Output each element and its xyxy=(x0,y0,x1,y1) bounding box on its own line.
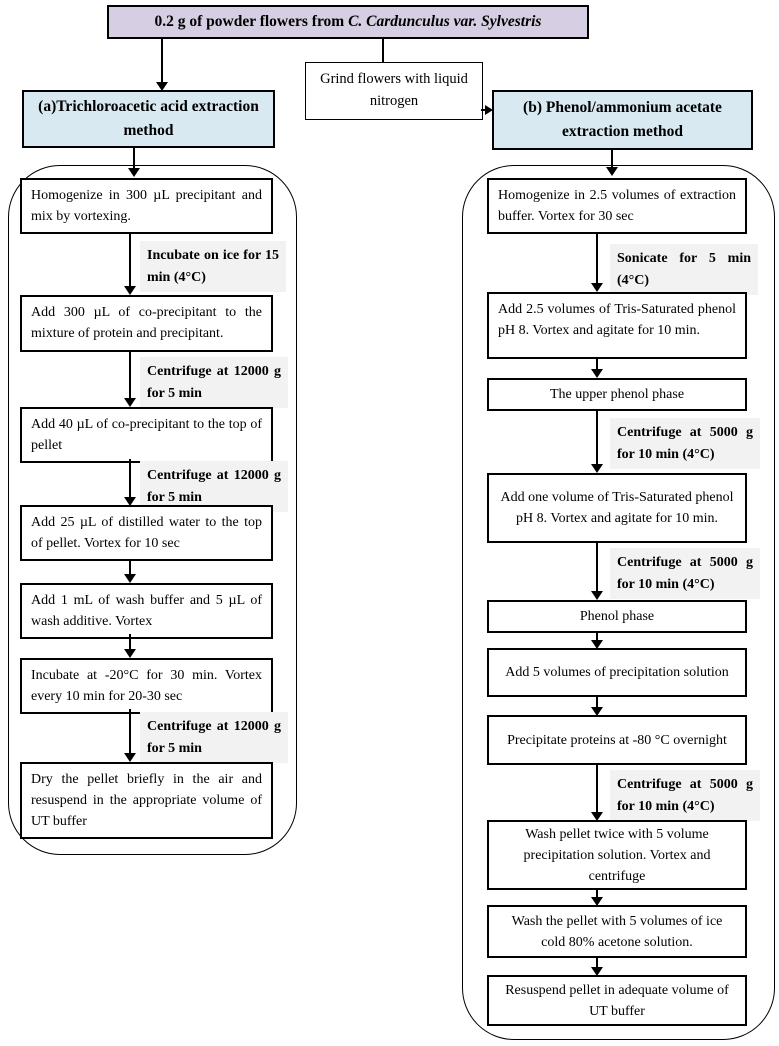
step-box-b6: Add 5 volumes of precipitation solution xyxy=(487,648,747,697)
method-a-container xyxy=(8,165,297,855)
process-label-b1: Sonicate for 5 min (4°C) xyxy=(610,244,758,296)
method-a-header: (a)Trichloroacetic acid extraction metho… xyxy=(22,90,275,148)
arrow-down xyxy=(591,411,603,473)
step-box-b10: Resuspend pellet in adequate volume of U… xyxy=(487,975,747,1026)
label-text: Centrifuge at 5000 g for 10 min (4°C) xyxy=(617,777,753,814)
arrow-down xyxy=(124,560,136,583)
arrow-down xyxy=(124,459,136,506)
step-box-b9: Wash the pellet with 5 volumes of ice co… xyxy=(487,905,747,958)
arrow-down xyxy=(591,890,603,906)
grind-step-text: Grind flowers with liquid nitrogen xyxy=(320,71,468,109)
label-text: Centrifuge at 12000 g for 5 min xyxy=(147,719,281,756)
label-text: Centrifuge at 5000 g for 10 min (4°C) xyxy=(617,425,753,462)
step-text: Add 40 µL of co-precipitant to the top o… xyxy=(31,417,262,453)
step-text: Phenol phase xyxy=(579,609,655,624)
step-box-a1: Homogenize in 300 µL precipitant and mix… xyxy=(20,178,273,234)
step-box-a6: Incubate at -20°C for 30 min. Vortex eve… xyxy=(20,658,273,714)
step-box-b4: Add one volume of Tris-Saturated phenol … xyxy=(487,473,747,543)
step-text: Wash pellet twice with 5 volume precipit… xyxy=(523,826,711,884)
arrow-grind-to-method-b xyxy=(481,105,493,115)
step-text: Homogenize in 2.5 volumes of extraction … xyxy=(498,188,736,224)
grind-step-box: Grind flowers with liquid nitrogen xyxy=(305,62,483,120)
step-text: Add 300 µL of co-precipitant to the mixt… xyxy=(31,305,262,341)
arrow-down xyxy=(124,234,136,295)
arrow-top-to-method-a xyxy=(156,39,168,91)
step-text: Add 5 volumes of precipitation solution xyxy=(505,665,729,680)
species-name: C. Cardunculus var. Sylvestris xyxy=(348,13,542,31)
arrow-down xyxy=(591,359,603,378)
step-text: Add 1 mL of wash buffer and 5 µL of wash… xyxy=(31,593,262,629)
arrow-down xyxy=(591,633,603,649)
arrow-down xyxy=(591,234,603,292)
arrow-down xyxy=(591,765,603,821)
arrow-down xyxy=(124,634,136,658)
label-text: Incubate on ice for 15 min (4°C) xyxy=(147,248,279,285)
method-b-container xyxy=(462,165,775,1040)
method-a-title: (a)Trichloroacetic acid extraction metho… xyxy=(38,97,259,139)
step-box-a3: Add 40 µL of co-precipitant to the top o… xyxy=(20,407,273,463)
label-text: Centrifuge at 5000 g for 10 min (4°C) xyxy=(617,555,753,592)
source-material-text: 0.2 g of powder flowers from C. Carduncu… xyxy=(154,13,542,31)
step-box-a7: Dry the pellet briefly in the air and re… xyxy=(20,762,273,839)
arrow-header-b-to-steps xyxy=(606,150,618,176)
step-box-b2: Add 2.5 volumes of Tris-Saturated phenol… xyxy=(487,292,747,359)
step-text: Precipitate proteins at -80 °C overnight xyxy=(507,732,727,748)
step-box-b5: Phenol phase xyxy=(487,600,747,633)
process-label-b3: Centrifuge at 5000 g for 10 min (4°C) xyxy=(610,548,760,600)
process-label-b4: Centrifuge at 5000 g for 10 min (4°C) xyxy=(610,770,760,822)
step-text: Add one volume of Tris-Saturated phenol … xyxy=(500,490,734,526)
step-text: Add 25 µL of distilled water to the top … xyxy=(31,515,262,551)
step-text: Dry the pellet briefly in the air and re… xyxy=(31,772,262,829)
step-box-a5: Add 1 mL of wash buffer and 5 µL of wash… xyxy=(20,583,273,639)
line-top-to-grind xyxy=(382,39,384,63)
step-text: Add 2.5 volumes of Tris-Saturated phenol… xyxy=(498,302,736,338)
label-text: Sonicate for 5 min (4°C) xyxy=(617,251,751,288)
method-b-title: (b) Phenol/ammonium acetate extraction m… xyxy=(523,98,722,140)
process-label-a2: Centrifuge at 12000 g for 5 min xyxy=(140,357,288,409)
arrow-header-a-to-steps xyxy=(128,148,140,177)
arrow-down xyxy=(591,958,603,976)
step-text: Wash the pellet with 5 volumes of ice co… xyxy=(511,913,723,950)
step-box-a4: Add 25 µL of distilled water to the top … xyxy=(20,505,273,561)
step-text: The upper phenol phase xyxy=(549,387,685,402)
arrow-down xyxy=(591,697,603,716)
step-box-b3: The upper phenol phase xyxy=(487,378,747,411)
step-box-b8: Wash pellet twice with 5 volume precipit… xyxy=(487,820,747,890)
source-material-box: 0.2 g of powder flowers from C. Carduncu… xyxy=(107,5,589,39)
process-label-a1: Incubate on ice for 15 min (4°C) xyxy=(140,241,286,293)
arrow-down xyxy=(124,709,136,762)
step-box-a2: Add 300 µL of co-precipitant to the mixt… xyxy=(20,295,273,352)
label-text: Centrifuge at 12000 g for 5 min xyxy=(147,468,281,505)
step-text: Homogenize in 300 µL precipitant and mix… xyxy=(31,188,262,224)
step-text: Resuspend pellet in adequate volume of U… xyxy=(505,982,729,1019)
method-b-header: (b) Phenol/ammonium acetate extraction m… xyxy=(492,90,753,150)
step-box-b1: Homogenize in 2.5 volumes of extraction … xyxy=(487,178,747,234)
arrow-down xyxy=(591,543,603,600)
process-label-a3: Centrifuge at 12000 g for 5 min xyxy=(140,461,288,513)
step-box-b7: Precipitate proteins at -80 °C overnight xyxy=(487,715,747,765)
process-label-b2: Centrifuge at 5000 g for 10 min (4°C) xyxy=(610,418,760,470)
process-label-a4: Centrifuge at 12000 g for 5 min xyxy=(140,712,288,764)
arrow-down xyxy=(124,352,136,407)
step-text: Incubate at -20°C for 30 min. Vortex eve… xyxy=(31,668,262,704)
label-text: Centrifuge at 12000 g for 5 min xyxy=(147,364,281,401)
